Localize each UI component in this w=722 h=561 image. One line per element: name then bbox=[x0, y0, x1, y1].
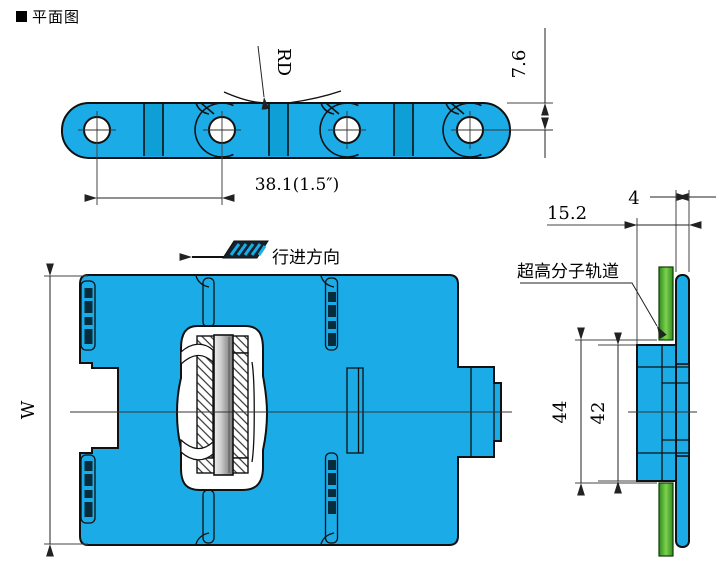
top-view-chain-elevation: RD 38.1(1.5″) 7.6 bbox=[60, 28, 553, 205]
edge-height-dimension: 7.6 bbox=[486, 28, 553, 158]
edge-height-text: 7.6 bbox=[509, 50, 530, 79]
rail-top bbox=[658, 266, 674, 341]
travel-direction-label: 行进方向 bbox=[272, 248, 340, 267]
side-view: 4 15.2 超高分子轨道 44 bbox=[517, 188, 716, 557]
snap-band-top bbox=[180, 343, 214, 366]
edge-branding-marks bbox=[84, 288, 336, 517]
total-thickness-dimension: 15.2 bbox=[547, 203, 702, 344]
knuckle-arcs bbox=[194, 102, 482, 158]
plate-silhouette bbox=[79, 274, 502, 546]
link-shade bbox=[269, 104, 288, 156]
belt-symbol bbox=[222, 240, 269, 259]
link-shade bbox=[394, 104, 413, 156]
drawing-title: 平面图 bbox=[16, 6, 80, 27]
hub-through-section bbox=[675, 363, 690, 457]
hub-height-text: 42 bbox=[588, 402, 609, 425]
total-thickness-text: 15.2 bbox=[547, 203, 587, 224]
plate-thickness-dimension: 4 bbox=[628, 188, 716, 272]
snap-band-bottom bbox=[180, 438, 214, 461]
rail-callout: 超高分子轨道 bbox=[517, 262, 667, 339]
rail-gap-text: 44 bbox=[550, 401, 571, 424]
width-dimension-text: W bbox=[18, 400, 39, 419]
rail-bottom bbox=[658, 482, 674, 557]
hub-internal-lines bbox=[637, 345, 689, 481]
width-dimension: W bbox=[18, 263, 88, 557]
rd-annotation: RD bbox=[223, 45, 342, 110]
hub-height-dimension: 42 bbox=[588, 332, 636, 494]
title-bullet-square bbox=[16, 11, 27, 22]
pitch-dimension-text: 38.1(1.5″) bbox=[255, 175, 340, 195]
plan-view: 行进方向 W bbox=[18, 240, 512, 557]
rail-label-text: 超高分子轨道 bbox=[517, 262, 619, 281]
pin-holes bbox=[78, 111, 489, 149]
bearing-section-window bbox=[175, 325, 269, 491]
hub-block bbox=[636, 344, 677, 482]
rd-label: RD bbox=[273, 48, 294, 76]
link-shade bbox=[144, 104, 163, 156]
hinge-joint-lines bbox=[80, 275, 495, 545]
drawing-title-text: 平面图 bbox=[32, 9, 81, 26]
travel-direction: 行进方向 bbox=[179, 240, 340, 267]
pitch-dimension: 38.1(1.5″) bbox=[84, 142, 340, 205]
plate-thickness-text: 4 bbox=[628, 188, 639, 209]
hinge-pin bbox=[213, 334, 234, 476]
